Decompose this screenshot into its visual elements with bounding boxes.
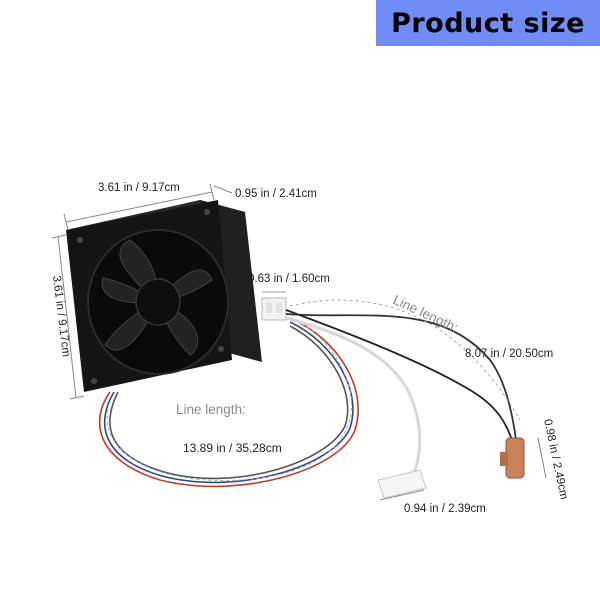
power-line-length-label: Line length: xyxy=(176,402,246,417)
sensor-line-length-label: Line length: xyxy=(391,292,461,335)
fan-depth-dimension: 0.95 in / 2.41cm xyxy=(213,185,317,200)
fan-height-label: 3.61 in / 9.17cm xyxy=(50,275,72,358)
fan xyxy=(66,200,262,392)
power-line-length-value: 13.89 in / 35.28cm xyxy=(183,441,282,455)
fan-width-label: 3.61 in / 9.17cm xyxy=(98,182,180,194)
sensor-line-length-value: 8.07 in / 20.50cm xyxy=(465,348,553,360)
probe-length-label: 0.98 in / 2.49cm xyxy=(541,418,570,501)
fan-depth-label: 0.95 in / 2.41cm xyxy=(235,188,317,200)
connector: 0.63 in / 1.60cm xyxy=(248,273,330,321)
sensor-wires xyxy=(285,309,517,479)
banner-title: Product size xyxy=(391,7,585,39)
fan-width-dimension: 3.61 in / 9.17cm xyxy=(63,182,215,231)
power-wires xyxy=(98,317,359,488)
connector-width-label: 0.63 in / 1.60cm xyxy=(248,273,330,285)
power-line-dashed xyxy=(106,317,352,481)
copper-probe: 0.98 in / 2.49cm xyxy=(500,418,570,501)
white-tube: 0.94 in / 2.39cm xyxy=(377,469,486,515)
sensor-line-dashed xyxy=(289,299,521,421)
product-size-banner: Product size xyxy=(376,0,600,46)
tube-width-label: 0.94 in / 2.39cm xyxy=(404,503,486,515)
